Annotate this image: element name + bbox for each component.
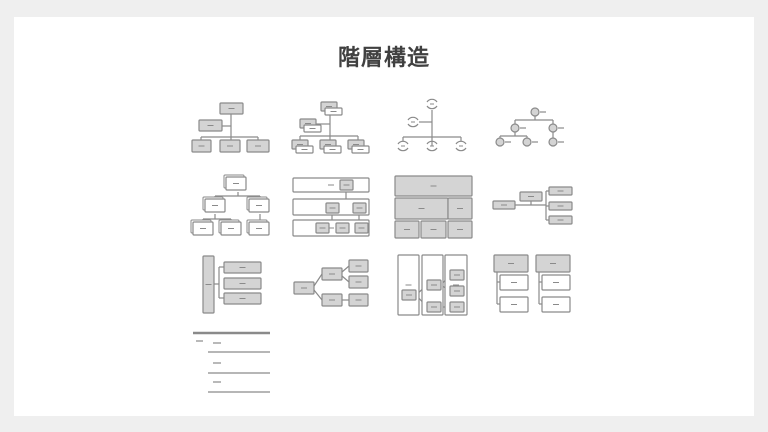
node-circle [510,123,520,133]
half-circle-node [407,116,419,128]
connector-line [313,289,323,301]
node-circle [522,137,532,147]
labeled-hierarchy-icon[interactable] [292,177,370,237]
horizontal-hierarchy-icon[interactable] [492,186,573,225]
hierarchy-list-icon[interactable] [493,254,571,313]
half-circle-node [426,140,438,152]
connector-line [313,273,323,287]
slide-title: 階層構造 [337,46,430,71]
half-circle-org-chart-icon[interactable] [397,98,467,152]
node-circle [548,137,558,147]
name-and-title-org-chart-icon[interactable] [291,101,370,154]
organization-chart-icon[interactable] [191,102,270,153]
node-circle [530,107,540,117]
half-circle-node [426,98,438,110]
lined-list-icon[interactable] [193,331,270,393]
table-hierarchy-icon[interactable] [394,175,473,239]
horizontal-labeled-hierarchy-icon[interactable] [293,259,369,307]
half-circle-node [455,140,467,152]
slide [14,17,754,416]
node-circle [495,137,505,147]
horizontal-multi-level-hierarchy-icon[interactable] [202,255,262,314]
connector-line [341,275,350,283]
lined-list-hierarchy-icon[interactable] [397,254,468,316]
half-circle-node [397,140,409,152]
circle-picture-hierarchy-icon[interactable] [495,107,564,147]
connector-line [341,265,350,273]
hierarchy-icon[interactable] [190,174,270,236]
node-circle [548,123,558,133]
